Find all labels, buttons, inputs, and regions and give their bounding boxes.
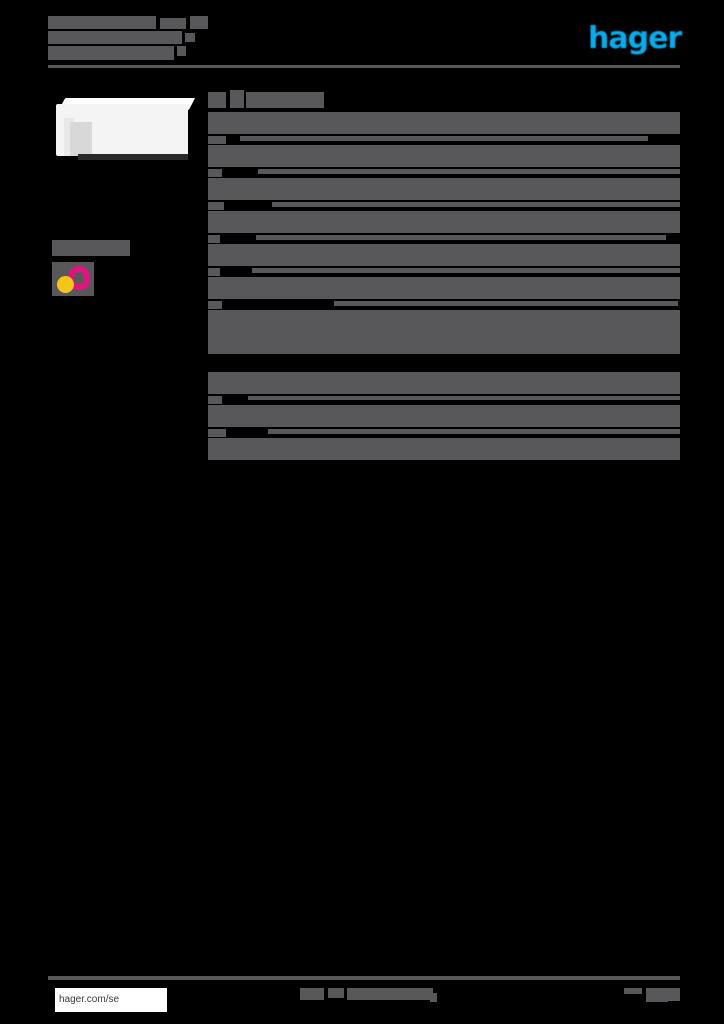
table-row — [208, 233, 680, 244]
row-value-redaction — [256, 334, 680, 339]
certification-label-redaction — [52, 240, 130, 256]
row-label-redaction — [208, 246, 220, 254]
row-label-redaction — [208, 312, 228, 321]
table-row — [208, 112, 680, 134]
row-label-redaction — [208, 429, 226, 437]
table-row — [208, 438, 680, 460]
row-value-redaction — [256, 235, 666, 240]
row-label-redaction — [208, 147, 222, 155]
row-value-redaction — [258, 169, 680, 174]
table-row — [208, 145, 680, 167]
row-value-redaction — [260, 180, 680, 185]
specification-table — [208, 90, 680, 460]
row-label-redaction — [208, 396, 222, 404]
spec-group-technical — [208, 112, 680, 354]
product-image — [48, 88, 200, 168]
row-value-redaction — [264, 279, 668, 284]
row-label-redaction — [208, 268, 220, 276]
footer-url[interactable]: hager.com/se — [55, 988, 167, 1012]
certification-icon — [52, 262, 94, 296]
row-value-redaction — [248, 375, 680, 379]
row-value-redaction — [248, 147, 648, 152]
footer-page-block-1 — [624, 988, 642, 994]
footer-center-block-1 — [300, 988, 324, 1000]
table-row — [208, 372, 680, 394]
section-heading — [208, 90, 680, 112]
table-row — [208, 244, 680, 266]
row-value-redaction — [268, 441, 678, 446]
product-image-channel-outer — [64, 118, 74, 156]
row-value-redaction — [268, 429, 680, 434]
product-image-channel-inner — [70, 122, 92, 156]
row-label-redaction — [208, 202, 224, 210]
row-label-redaction — [208, 136, 226, 144]
table-row — [208, 167, 680, 178]
row-value-redaction — [242, 246, 632, 251]
row-label-redaction — [208, 334, 234, 343]
row-value-redaction — [272, 202, 680, 207]
title-line-1-redaction — [48, 16, 156, 29]
section-heading-block-1 — [208, 92, 226, 108]
row-label-redaction — [208, 301, 222, 309]
footer-center-block-3 — [347, 988, 433, 1000]
title-line-3b-redaction — [177, 46, 186, 56]
table-row — [208, 310, 680, 332]
page-header: hager — [0, 0, 724, 78]
footer-page-block-3 — [646, 996, 668, 1002]
row-label-redaction — [208, 374, 236, 384]
footer-center-redaction — [300, 988, 440, 1002]
row-label-redaction — [208, 169, 222, 177]
footer-page-number-redaction — [624, 988, 680, 1002]
sphere-icon — [57, 276, 74, 293]
table-row — [208, 299, 680, 310]
footer-divider — [48, 976, 680, 980]
table-row — [208, 178, 680, 200]
product-image-shadow — [78, 154, 188, 160]
row-label-redaction — [208, 407, 242, 419]
title-line-3-redaction — [48, 46, 174, 60]
row-value-redaction — [248, 312, 678, 317]
spec-group-logistics — [208, 372, 680, 460]
group-spacer — [208, 354, 680, 372]
table-row — [208, 134, 680, 145]
row-label-redaction — [208, 279, 226, 288]
row-value-redaction — [240, 136, 648, 141]
table-row — [208, 266, 680, 277]
row-label-redaction — [208, 180, 230, 189]
table-row — [208, 332, 680, 354]
row-label-redaction — [208, 235, 220, 243]
section-heading-block-2 — [230, 90, 244, 108]
table-row — [208, 405, 680, 427]
title-line-1b-redaction — [160, 18, 186, 29]
row-value-redaction — [334, 301, 678, 306]
row-value-redaction — [252, 268, 680, 273]
section-heading-block-3 — [246, 92, 324, 108]
title-line-2b-redaction — [185, 33, 195, 42]
page-title — [48, 16, 208, 62]
row-value-redaction — [274, 213, 680, 218]
footer-center-block-4 — [430, 993, 437, 1002]
table-row — [208, 211, 680, 233]
title-line-2-redaction — [48, 31, 182, 44]
row-label-redaction — [208, 213, 232, 222]
row-label-redaction — [208, 114, 294, 126]
title-line-1c-redaction — [190, 16, 208, 29]
footer-center-block-2 — [328, 988, 344, 998]
hager-logo: hager — [588, 21, 682, 56]
table-row — [208, 394, 680, 405]
table-row — [208, 427, 680, 438]
table-row — [208, 200, 680, 211]
page-footer: hager.com/se — [0, 976, 724, 1024]
row-label-redaction — [208, 440, 250, 454]
row-value-redaction — [248, 396, 680, 400]
table-row — [208, 277, 680, 299]
header-divider — [48, 65, 680, 68]
